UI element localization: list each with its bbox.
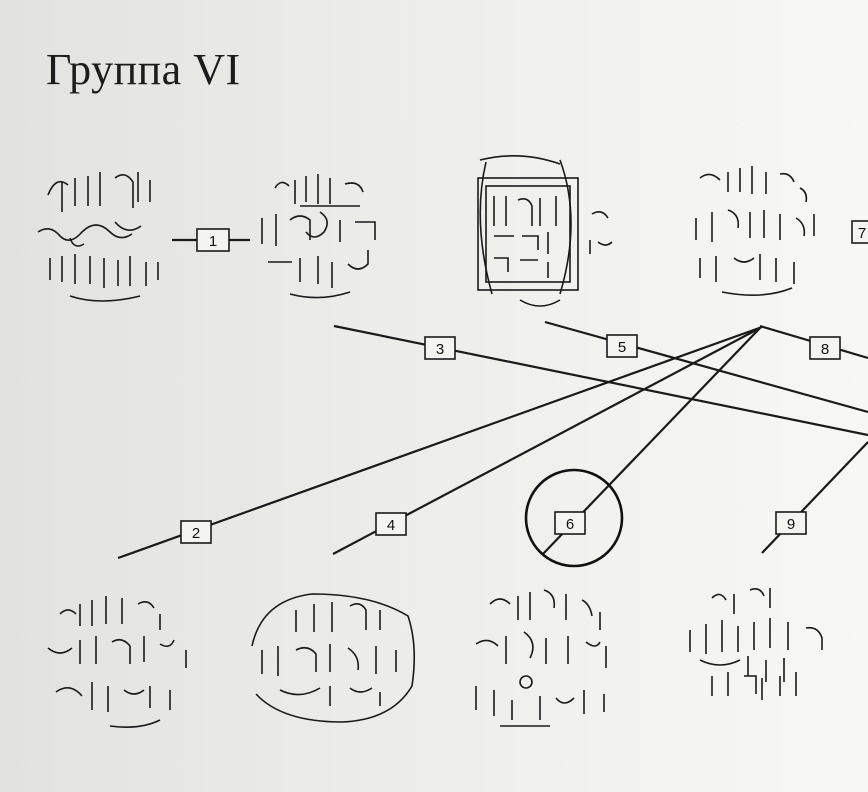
coin-bottom-2 — [251, 593, 416, 723]
coin-top-4 — [695, 166, 815, 296]
label-7-text: 7 — [858, 225, 866, 242]
label-7: 7 — [851, 220, 868, 244]
label-4: 4 — [375, 512, 407, 536]
label-5: 5 — [606, 334, 638, 358]
label-3: 3 — [424, 336, 456, 360]
label-1: 1 — [196, 228, 230, 252]
label-3-text: 3 — [436, 341, 444, 358]
label-9-text: 9 — [787, 516, 795, 533]
label-2: 2 — [180, 520, 212, 544]
connection-lines — [117, 230, 868, 560]
coin-top-3 — [477, 155, 613, 307]
edge-5 — [544, 320, 868, 414]
page-title: Группа VI — [46, 45, 241, 94]
label-9: 9 — [775, 511, 807, 535]
label-8: 8 — [809, 336, 841, 360]
highlight-circle — [524, 468, 624, 568]
edge-2 — [117, 325, 763, 560]
label-1-text: 1 — [209, 233, 217, 250]
label-4-text: 4 — [387, 517, 395, 534]
coin-top-1 — [37, 172, 159, 302]
label-6: 6 — [554, 511, 586, 535]
edge-3 — [333, 324, 868, 437]
label-6-text: 6 — [566, 516, 574, 533]
coin-bottom-3 — [475, 589, 607, 727]
coin-top-2 — [261, 174, 376, 299]
label-8-text: 8 — [821, 341, 829, 358]
label-2-text: 2 — [192, 525, 200, 542]
coin-bottom-1 — [47, 596, 187, 728]
label-5-text: 5 — [618, 339, 626, 356]
edge-9 — [761, 441, 868, 554]
coin-bottom-4 — [689, 588, 823, 700]
